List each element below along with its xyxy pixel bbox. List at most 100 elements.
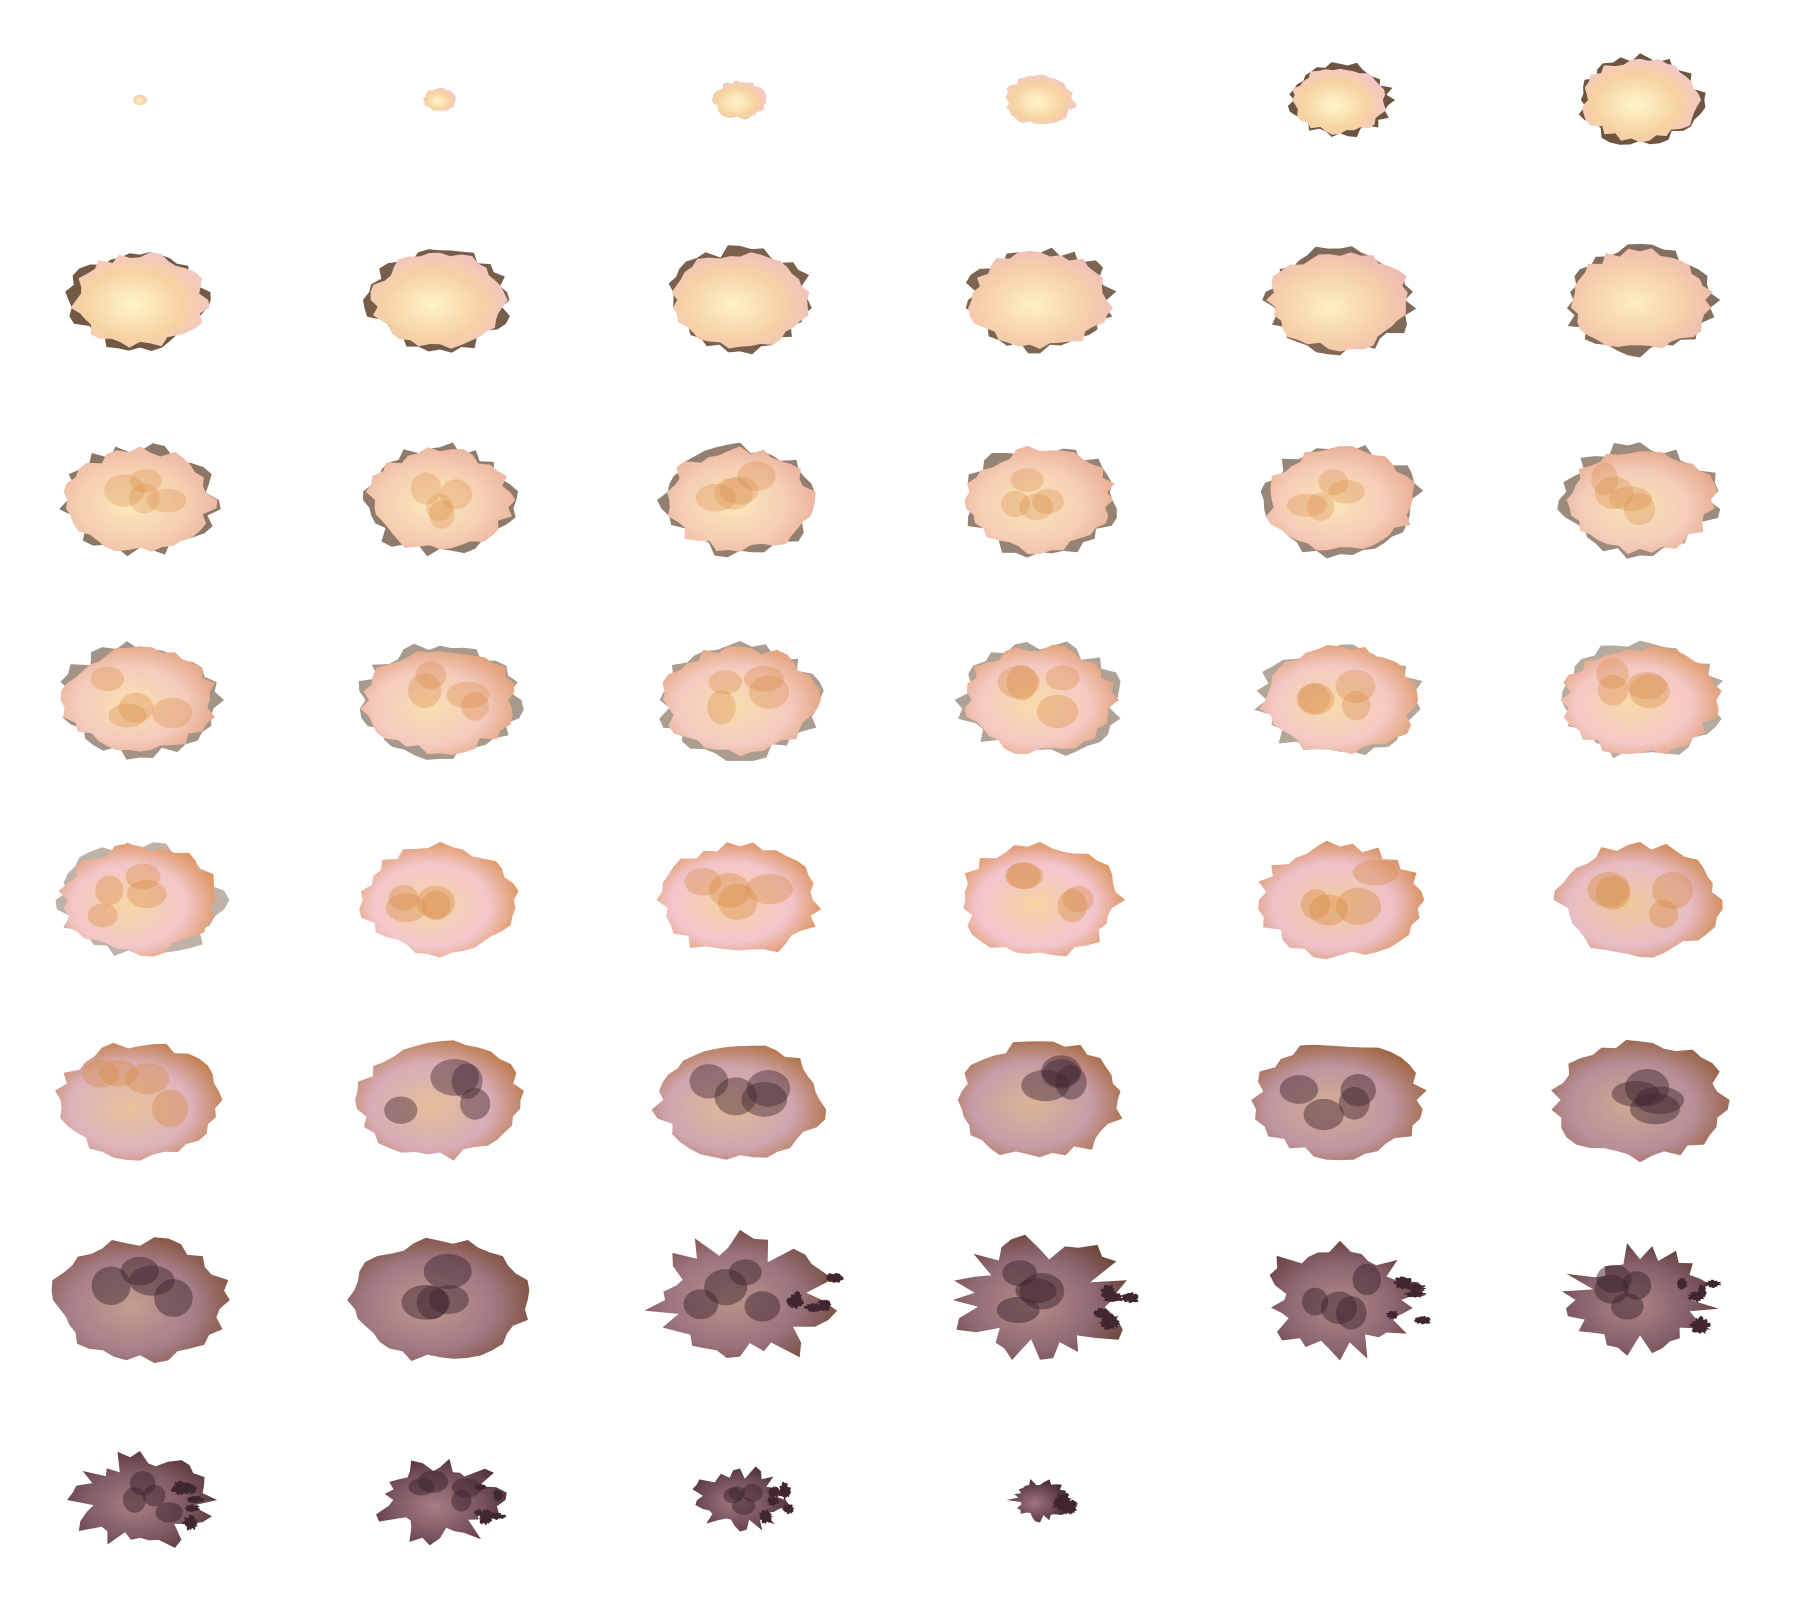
billow-puff (741, 1483, 763, 1502)
billow-puff (1021, 1069, 1070, 1102)
billow-puff (1342, 690, 1371, 721)
explosion-frame-10 (900, 200, 1200, 400)
explosion-frame-9 (600, 200, 900, 400)
explosion-sprite-1 (132, 94, 148, 106)
explosion-cloud (376, 1458, 507, 1546)
smoke-fragment (767, 1496, 780, 1506)
billow-puff (1005, 862, 1041, 889)
smoke-fragment (1098, 1313, 1121, 1330)
billow-puff (118, 692, 154, 723)
billow-puff (155, 1502, 183, 1523)
billow-puff (1340, 1074, 1376, 1107)
billow-puff (1596, 658, 1629, 689)
smoke-fragment (473, 1509, 483, 1517)
explosion-cloud (1566, 451, 1718, 555)
billow-puff (416, 885, 455, 919)
explosion-cloud (355, 1040, 524, 1161)
billow-puff (125, 863, 161, 890)
explosion-frame-27 (600, 800, 900, 1000)
smoke-fragment (184, 1504, 200, 1512)
explosion-frame-44 (300, 1400, 600, 1600)
billow-puff (728, 1486, 746, 1500)
billow-puff (683, 1289, 719, 1320)
explosion-frame-24 (1500, 600, 1800, 800)
explosion-cloud (1560, 645, 1722, 755)
explosion-sprite-15 (657, 442, 816, 558)
billow-puff (451, 1063, 483, 1099)
billow-puff (1587, 871, 1630, 908)
explosion-sprite-7 (65, 251, 211, 351)
billow-puff (1032, 488, 1064, 515)
billow-puff (689, 1064, 729, 1099)
explosion-frame-36 (1500, 1000, 1800, 1200)
explosion-frame-38 (300, 1200, 600, 1400)
billow-puff (1062, 886, 1094, 913)
explosion-cloud (422, 87, 456, 112)
explosion-frame-12 (1500, 200, 1800, 400)
billow-puff (385, 893, 427, 922)
smoke-fragment (1386, 1310, 1399, 1320)
explosion-sprite-25 (55, 842, 230, 957)
billow-puff (410, 472, 442, 505)
explosion-sprite-23 (1254, 644, 1423, 756)
explosion-sprite-30 (1553, 841, 1723, 958)
explosion-cloud (1251, 1044, 1427, 1161)
explosion-cloud (1291, 68, 1387, 135)
billow-puff (684, 867, 722, 896)
explosion-cloud (1259, 645, 1419, 755)
smoke-fragment (1100, 1284, 1115, 1302)
explosion-frame-29 (1200, 800, 1500, 1000)
smoke-fragment (478, 1508, 493, 1526)
explosion-frame-7 (0, 200, 300, 400)
billow-puff (1055, 1065, 1087, 1100)
smoke-fragment (185, 1495, 207, 1504)
billow-puff (451, 1477, 482, 1498)
billow-puff (152, 1089, 189, 1127)
smoke-fragment (1404, 1290, 1427, 1298)
explosion-cloud (63, 446, 218, 552)
explosion-cloud (656, 842, 822, 953)
billow-puff (129, 483, 160, 514)
explosion-frame-11 (1200, 200, 1500, 400)
billow-puff (421, 890, 451, 921)
billow-puff (428, 500, 455, 529)
smoke-fragment (803, 1302, 827, 1313)
billow-puff (125, 1063, 170, 1095)
explosion-sprite-45 (692, 1466, 795, 1532)
billow-puff (108, 703, 147, 728)
explosion-cloud (1265, 446, 1415, 551)
explosion-frame-8 (300, 200, 600, 400)
billow-puff (1595, 875, 1631, 910)
explosion-sprite-38 (347, 1237, 530, 1361)
explosion-sprite-29 (1258, 840, 1425, 960)
explosion-sprite-42 (1562, 1243, 1722, 1356)
explosion-frame-25 (0, 800, 300, 1000)
billow-puff (708, 670, 742, 695)
explosion-frame-37 (0, 1200, 300, 1400)
billow-puff (1303, 1098, 1344, 1131)
billow-puff (1623, 492, 1656, 526)
billow-puff (87, 903, 118, 928)
explosion-cloud (1570, 248, 1713, 349)
billow-puff (408, 1478, 435, 1496)
billow-puff (1006, 664, 1038, 701)
billow-puff (1625, 1069, 1670, 1107)
billow-puff (1045, 665, 1080, 691)
billow-puff (1318, 469, 1349, 496)
billow-puff (718, 883, 758, 920)
explosion-sprite-10 (965, 247, 1117, 354)
billow-puff (744, 1291, 781, 1322)
billow-puff (388, 885, 419, 911)
billow-puff (416, 1285, 449, 1320)
billow-puff (146, 488, 187, 513)
explosion-sprite-3 (711, 80, 767, 120)
billow-puff (142, 1484, 166, 1507)
explosion-sprite-2 (422, 87, 456, 112)
billow-puff (152, 697, 193, 729)
billow-puff (1279, 1075, 1319, 1104)
billow-puff (401, 1284, 450, 1320)
smoke-fragment (1120, 1292, 1139, 1304)
billow-puff (996, 1297, 1040, 1323)
explosion-cloud (651, 1045, 827, 1160)
explosion-cloud (671, 252, 810, 349)
